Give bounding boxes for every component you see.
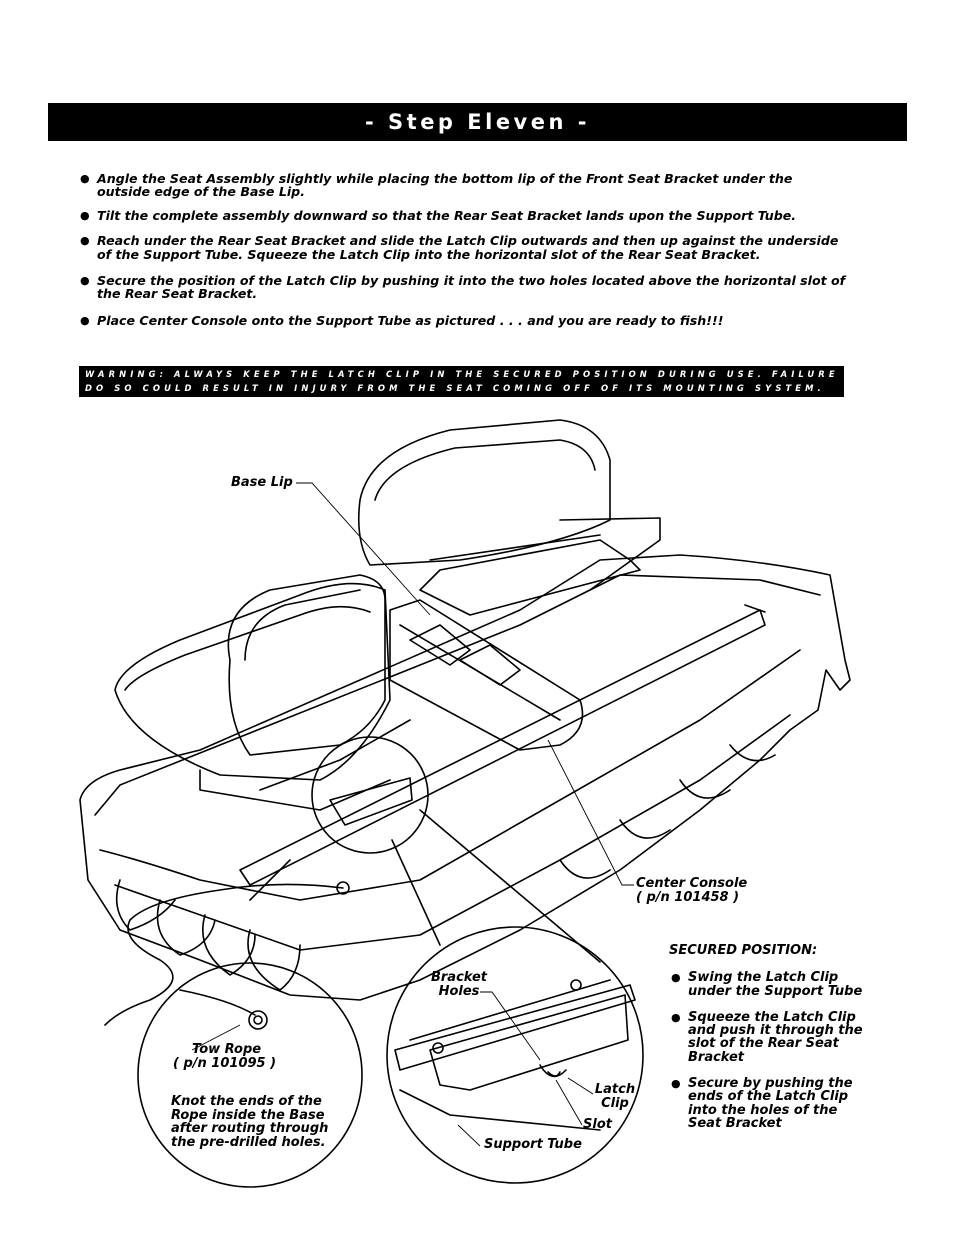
leader-support-tube [457,1124,481,1147]
list-item: ● Place Center Console onto the Support … [80,312,724,328]
list-item: ● Tilt the complete assembly downward so… [80,207,797,223]
knot-note: Knot the ends of the Rope inside the Bas… [171,1094,329,1150]
leader-bracket-holes [480,991,541,1061]
detail-circle-latch-clip [386,926,644,1184]
tow-rope-label: Tow Rope ( p/n 101095 ) [173,1042,277,1071]
instruction-list: ● Angle the Seat Assembly slightly while… [78,172,848,327]
detail-circle-small [311,736,429,854]
support-tube-drawing [239,609,766,886]
support-tube-label: Support Tube [484,1137,582,1152]
list-item: ● Angle the Seat Assembly slightly while… [80,171,793,200]
sled-base-drawing [79,554,851,1001]
leader-tow-rope [191,1024,241,1051]
bullet-icon: ● [671,971,681,985]
secured-position-title: SECURED POSITION: [669,943,818,958]
list-item: ● Swing the Latch Clip under the Support… [671,970,863,999]
bullet-icon: ● [80,208,90,222]
detail-circle-tow-rope [137,962,363,1188]
bullet-icon: ● [80,172,90,185]
leader-base-lip [296,482,431,616]
leader-slot [555,1079,583,1126]
warning-line-2: DO SO COULD RESULT IN INJURY FROM THE SE… [85,382,825,393]
bracket-holes-label: Bracket Holes [430,970,487,999]
warning-banner: WARNING: ALWAYS KEEP THE LATCH CLIP IN T… [79,366,844,397]
tow-rope-drawing [104,883,344,1026]
center-console-label: Center Console ( p/n 101458 ) [636,876,748,905]
bullet-icon: ● [80,274,90,288]
bullet-icon: ● [671,1077,681,1091]
center-console-drawing [389,599,584,751]
leader-center-console [547,739,634,886]
bullet-icon: ● [80,234,90,248]
list-item: ● Squeeze the Latch Clip and push it thr… [671,1009,863,1065]
rear-seat-drawing [114,582,391,781]
step-title-bar: - Step Eleven - [48,103,907,141]
secured-position-panel: SECURED POSITION: ● Swing the Latch Clip… [669,944,869,1143]
assembly-illustration [79,419,851,1188]
front-seat-drawing [357,419,611,566]
bullet-icon: ● [80,313,90,327]
list-item: ● Reach under the Rear Seat Bracket and … [80,233,839,262]
step-title: - Step Eleven - [365,110,590,134]
list-item: ● Secure by pushing the ends of the Latc… [671,1076,853,1131]
latch-clip-label: Latch Clip [594,1082,636,1111]
base-lip-label: Base Lip [231,475,293,490]
warning-line-1: WARNING: ALWAYS KEEP THE LATCH CLIP IN T… [85,369,844,379]
leader-latch-clip [567,1077,594,1095]
slot-label: Slot [583,1117,612,1132]
bullet-icon: ● [671,1010,681,1024]
list-item: ● Secure the position of the Latch Clip … [80,273,846,302]
secured-position-list: ● Swing the Latch Clip under the Support… [669,971,869,1130]
